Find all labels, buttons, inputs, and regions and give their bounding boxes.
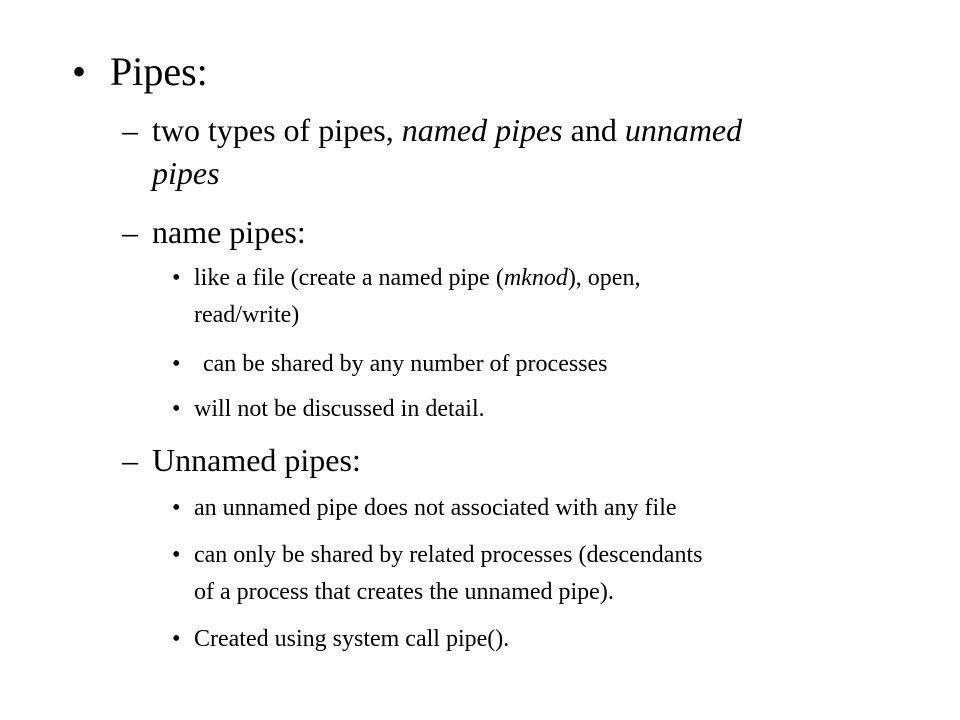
types-named: named pipes [401,112,563,148]
named-item-file-italic: mknod [503,265,568,291]
named-item-shared-text: can be shared by any number of processes [203,351,608,377]
slide-title: Pipes: [110,49,208,94]
unnamed-item-created-text: Created using system call pipe(). [194,626,510,652]
named-item-file-a: like a file (create a named pipe ( [194,265,504,291]
named-item-file-b: ), open, [567,265,641,291]
unnamed-item-related-line2: of a process that creates the unnamed pi… [194,579,614,605]
named-item-shared-bullet: • [172,351,181,377]
types-prefix: two types of pipes, [152,112,402,148]
unnamed-item-no-file-bullet: • [172,495,181,521]
types-dash: – [122,112,138,148]
types-text: two types of pipes, named pipes and unna… [152,112,742,148]
unnamed-item-related-bullet: • [172,542,181,568]
named-item-file-text: like a file (create a named pipe (mknod)… [194,263,640,293]
named-item-file-line2: read/write) [194,302,300,328]
named-item-not-discussed-bullet: • [172,396,181,422]
named-heading: name pipes: [152,214,306,250]
unnamed-item-no-file-text: an unnamed pipe does not associated with… [194,495,677,521]
types-mid: and [562,112,625,148]
unnamed-item-created-bullet: • [172,626,181,652]
named-item-file-bullet: • [172,265,181,291]
named-dash: – [122,214,138,250]
named-item-not-discussed-text: will not be discussed in detail. [194,396,485,422]
types-cont: pipes [152,155,220,191]
types-unnamed: unnamed [624,112,743,148]
unnamed-dash: – [122,442,138,478]
unnamed-heading: Unnamed pipes: [152,442,361,478]
title-bullet: • [72,49,87,94]
unnamed-item-related-line1: can only be shared by related processes … [194,542,703,568]
